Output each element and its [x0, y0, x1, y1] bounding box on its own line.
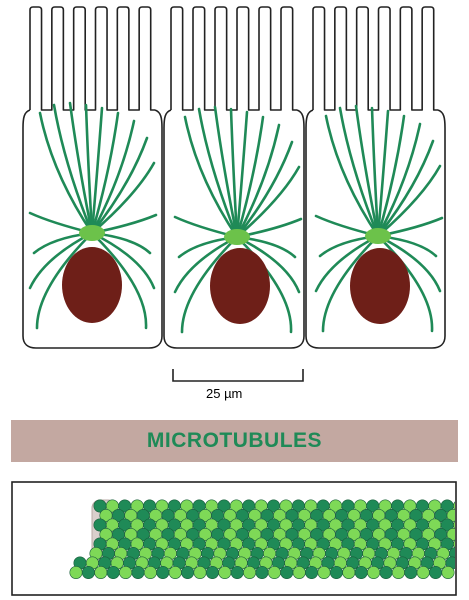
tubulin-subunit [305, 566, 317, 578]
tubulin-subunit [194, 566, 206, 578]
microtubule-lattice [70, 500, 466, 579]
tubulin-subunit [367, 566, 379, 578]
nucleus [62, 247, 122, 323]
tubulin-subunit [132, 566, 144, 578]
tubulin-subunit [144, 566, 156, 578]
tubulin-subunit [107, 566, 119, 578]
microtubules-banner: MICROTUBULES [11, 420, 458, 462]
epithelial-cells [23, 7, 445, 348]
tubulin-subunit [243, 566, 255, 578]
microtubule-structure-panel [12, 482, 466, 595]
scale-bar [173, 369, 303, 381]
tubulin-subunit [95, 566, 107, 578]
cell-2 [164, 7, 304, 348]
microvilli [30, 7, 155, 110]
tubulin-subunit [392, 566, 404, 578]
nucleus [350, 248, 410, 324]
tubulin-subunit [268, 566, 280, 578]
tubulin-subunit [281, 566, 293, 578]
tubulin-subunit [206, 566, 218, 578]
tubulin-subunit [380, 566, 392, 578]
tubulin-subunit [219, 566, 231, 578]
tubulin-subunit [405, 566, 417, 578]
tubulin-subunit [181, 566, 193, 578]
centrosome [365, 228, 391, 244]
tubulin-subunit [293, 566, 305, 578]
cell-3 [306, 7, 445, 348]
tubulin-subunit [355, 566, 367, 578]
tubulin-subunit [343, 566, 355, 578]
tubulin-subunit [417, 566, 429, 578]
tubulin-subunit [442, 566, 454, 578]
tubulin-subunit [318, 566, 330, 578]
tubulin-subunit [330, 566, 342, 578]
scale-bar-label: 25 µm [206, 386, 242, 401]
tubulin-subunit [231, 566, 243, 578]
tubulin-subunit [169, 566, 181, 578]
cell-1 [23, 7, 162, 348]
tubulin-subunit [157, 566, 169, 578]
tubulin-subunit [256, 566, 268, 578]
microvilli [171, 7, 297, 110]
centrosome [224, 229, 250, 245]
tubulin-subunit [429, 566, 441, 578]
tubulin-subunit [119, 566, 131, 578]
banner-title: MICROTUBULES [147, 429, 322, 453]
microvilli [313, 7, 438, 110]
tubulin-subunit [70, 566, 82, 578]
centrosome [79, 225, 105, 241]
tubulin-subunit [82, 566, 94, 578]
nucleus [210, 248, 270, 324]
